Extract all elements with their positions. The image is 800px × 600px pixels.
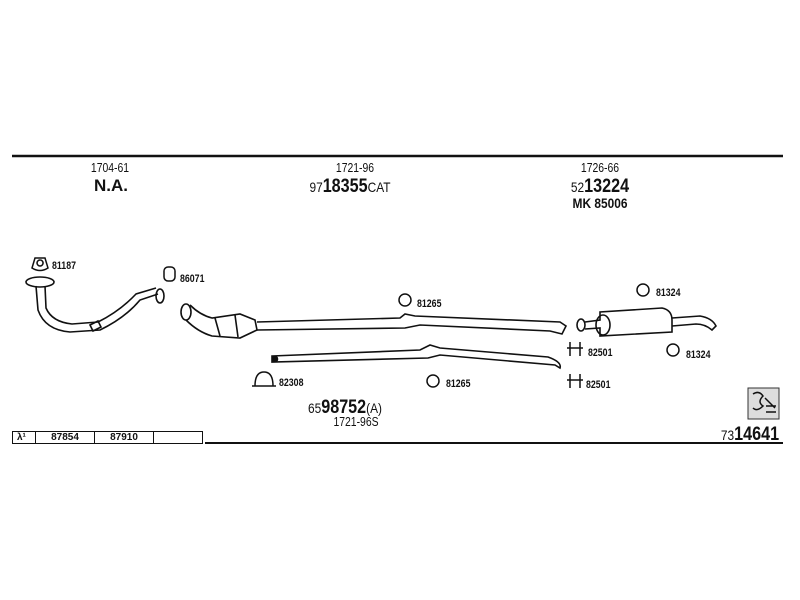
hanger-ring-icon [426,374,440,388]
component-label: 82501 [588,347,613,359]
component-label: 82501 [586,379,611,391]
part-number-suffix: (A) [366,400,383,416]
part-number: N.A. [94,176,128,195]
component-label: 81265 [417,298,442,310]
part-number-main: 13224 [584,176,630,197]
part-number-main: 98752 [321,397,367,418]
part-number-prefix: 65 [307,400,322,416]
catalytic-converter-drawing [180,303,568,339]
kit-number-prefix: 73 [720,427,735,443]
kit-number-main: 14641 [734,424,780,445]
component-label: 81187 [52,260,76,272]
middle-pipe-part-number: 6598752(A) [308,398,382,417]
hanger-ring-icon [666,343,680,357]
part-number-suffix: CAT [367,179,391,195]
reference-table: λ¹ 87854 87910 [12,431,203,444]
component-label: 81265 [446,378,471,390]
reference-symbol: λ¹ [12,431,36,444]
component-label: 81324 [686,349,711,361]
part-number-prefix: 97 [309,179,323,195]
middle-pipe-drawing [271,344,562,370]
reference-cell: 87854 [35,431,95,444]
mounting-kit-number: MK 85006 [572,195,628,211]
rear-silencer-drawing [576,307,717,337]
gasket-icon [31,257,49,272]
part-number-main: 18355 [322,176,368,197]
group-code: 1726-66 [580,160,620,175]
part-number: 9718355CAT [309,177,390,196]
kit-number: 7314641 [721,425,779,444]
group-code: 1721-96 [335,160,375,175]
component-label: 81324 [656,287,681,299]
hanger-ring-icon [398,293,412,307]
part-number: 5213224 [571,177,629,196]
clamp-icon [567,374,583,388]
reference-row: λ¹ 87854 87910 [12,431,203,444]
group-code: 1704-61 [90,160,130,175]
clamp-icon [567,342,583,356]
symbol-legend-icon [747,387,780,420]
hanger-ring-icon [636,283,650,297]
part-number-prefix: 52 [570,179,585,195]
reference-cell: 87910 [94,431,154,444]
front-pipe-drawing [25,276,165,333]
u-clamp-icon [252,371,276,387]
rubber-mount-icon [163,266,176,282]
middle-pipe-code: 1721-96S [333,414,379,429]
reference-cell [153,431,203,444]
component-label: 82308 [279,377,304,389]
component-label: 86071 [180,273,205,285]
